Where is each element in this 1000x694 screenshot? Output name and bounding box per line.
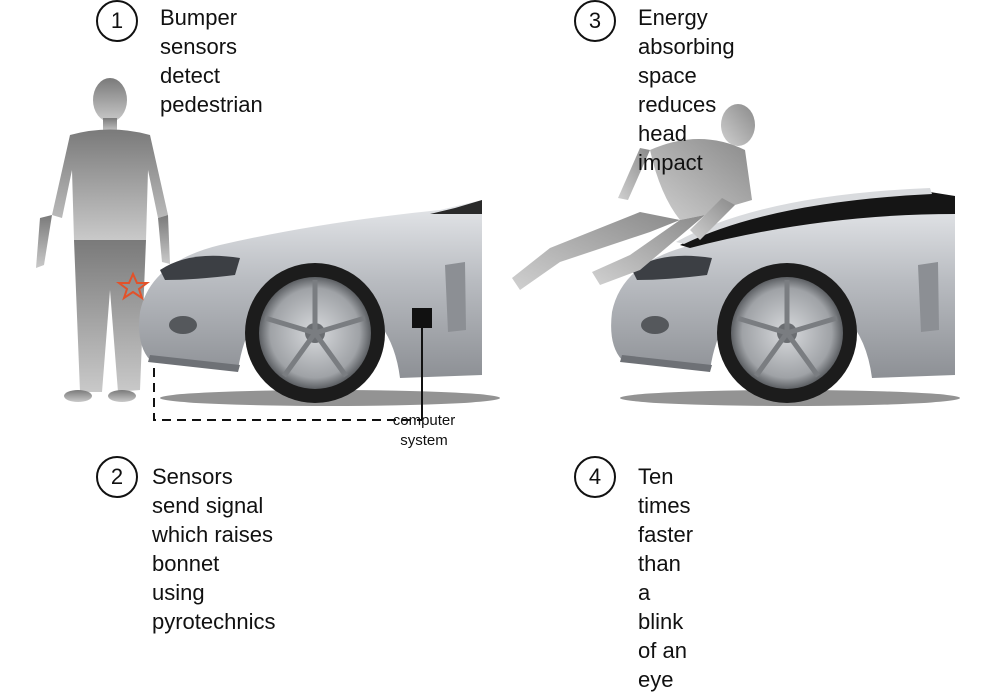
bonnet-gap	[680, 192, 955, 248]
sports-car-right	[611, 188, 955, 403]
step-text: Bumper sensors detect pedestrian	[160, 5, 263, 117]
step-text: Ten times faster than a blink of an eye	[638, 464, 694, 692]
step-text: Sensors send signal which raises bonnet …	[152, 464, 276, 634]
step-number: 2	[110, 464, 124, 489]
sports-car-left	[139, 200, 482, 403]
step-number: 4	[588, 464, 602, 489]
signal-wire	[153, 368, 422, 421]
step-number-badge: 4	[574, 456, 616, 498]
computer-system-label: computer system	[392, 412, 456, 449]
step-number-badge: 3	[574, 0, 616, 42]
computer-box	[412, 308, 432, 328]
step-number-badge: 1	[96, 0, 138, 42]
step-number-badge: 2	[96, 456, 138, 498]
sensor-star	[116, 271, 150, 301]
step-number: 1	[110, 8, 124, 33]
step-number: 3	[588, 8, 602, 33]
illustration	[36, 78, 960, 421]
pedestrian-silhouette	[36, 78, 170, 402]
step-text: Energy absorbing space reduces head impa…	[638, 5, 735, 175]
falling-pedestrian-silhouette	[512, 104, 755, 290]
